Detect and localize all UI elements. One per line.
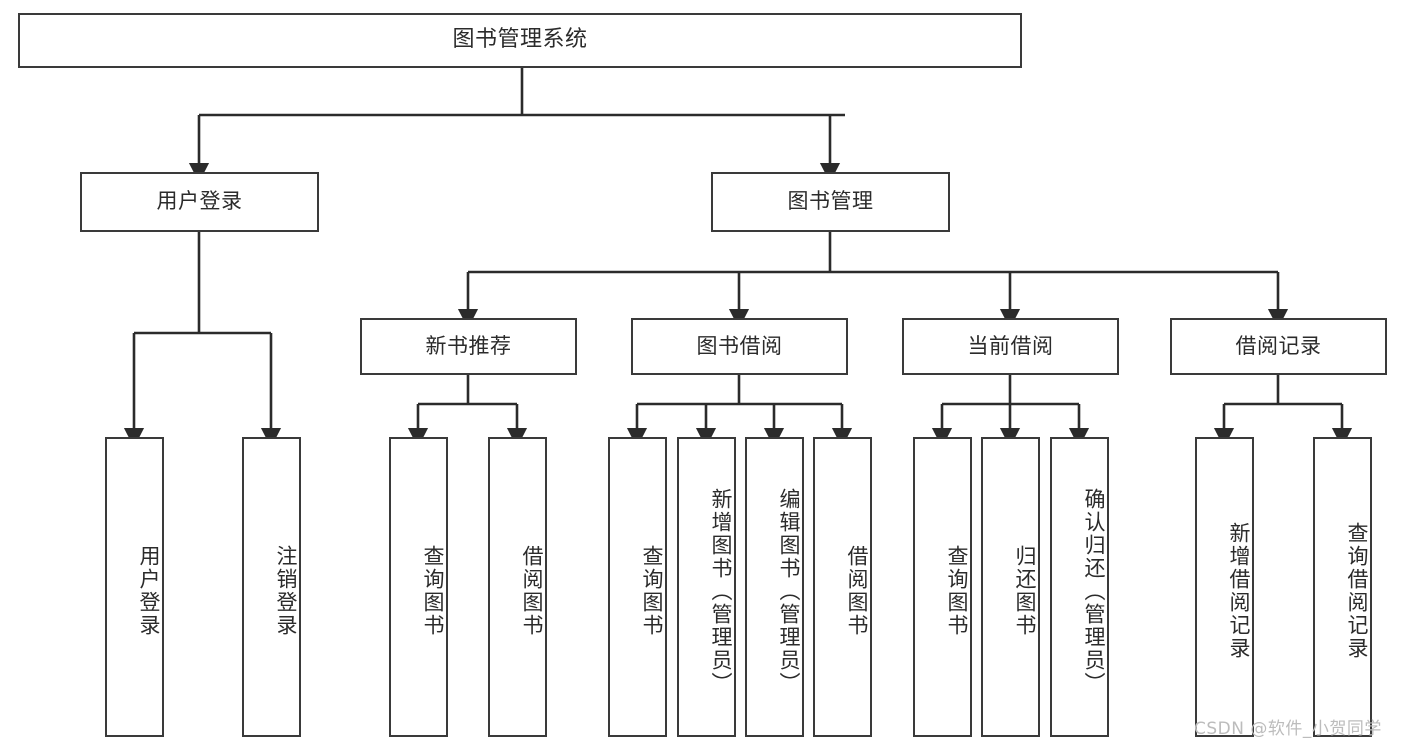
node-current-borrowing[interactable]: 当前借阅 [902, 318, 1119, 375]
leaf-query-book-new-rec[interactable]: 查询图书 [389, 437, 448, 737]
leaf-query-book-current[interactable]: 查询图书 [913, 437, 972, 737]
node-book-management[interactable]: 图书管理 [711, 172, 950, 232]
leaf-edit-book-admin[interactable]: 编辑图书（管理员） [745, 437, 804, 737]
node-user-login[interactable]: 用户登录 [80, 172, 319, 232]
leaf-query-book-borrow[interactable]: 查询图书 [608, 437, 667, 737]
csdn-watermark: CSDN @软件_小贺同学 [1194, 719, 1382, 739]
leaf-add-book-admin[interactable]: 新增图书（管理员） [677, 437, 736, 737]
node-borrowing-records[interactable]: 借阅记录 [1170, 318, 1387, 375]
node-new-book-recommendation[interactable]: 新书推荐 [360, 318, 577, 375]
node-book-borrowing[interactable]: 图书借阅 [631, 318, 848, 375]
leaf-confirm-return-admin[interactable]: 确认归还（管理员） [1050, 437, 1109, 737]
leaf-add-borrow-record[interactable]: 新增借阅记录 [1195, 437, 1254, 737]
leaf-borrow-book-new-rec[interactable]: 借阅图书 [488, 437, 547, 737]
leaf-borrow-book-borrow[interactable]: 借阅图书 [813, 437, 872, 737]
leaf-return-book[interactable]: 归还图书 [981, 437, 1040, 737]
leaf-logout[interactable]: 注销登录 [242, 437, 301, 737]
leaf-query-borrow-record[interactable]: 查询借阅记录 [1313, 437, 1372, 737]
leaf-user-login[interactable]: 用户登录 [105, 437, 164, 737]
node-root-system[interactable]: 图书管理系统 [18, 13, 1022, 68]
